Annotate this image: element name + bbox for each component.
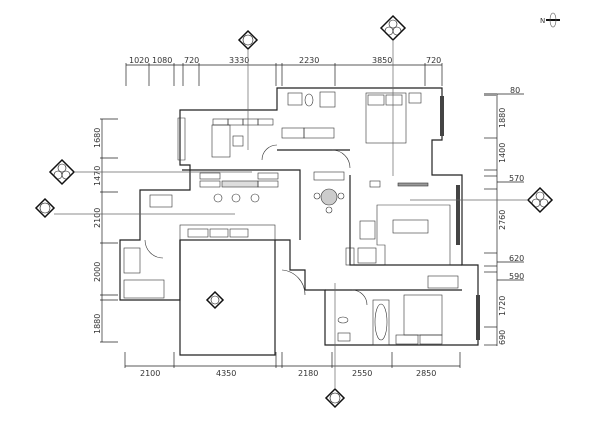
dim-right-3: 1400 xyxy=(498,143,507,163)
top-dimension-line: 1020 1080 720 3330 2230 3850 720 xyxy=(125,56,443,86)
dim-left-2: 1470 xyxy=(93,166,102,186)
dim-bottom-5: 2850 xyxy=(416,369,436,378)
section-marker-icon xyxy=(237,29,259,150)
dim-left-4: 2000 xyxy=(93,262,102,282)
dim-right-1: 80 xyxy=(510,86,520,95)
dim-bottom-3: 2180 xyxy=(298,369,318,378)
dining-table xyxy=(313,171,345,214)
dim-bottom-2: 4350 xyxy=(216,369,236,378)
dim-top-1: 1020 xyxy=(129,56,149,65)
north-arrow-icon: N xyxy=(540,12,560,28)
door-swings xyxy=(144,144,368,306)
dim-right-8: 1720 xyxy=(498,296,507,316)
left-dimension-line: 1680 1470 2100 2000 1880 xyxy=(93,118,118,343)
dim-bottom-4: 2550 xyxy=(352,369,372,378)
dim-top-4: 3330 xyxy=(229,56,249,65)
right-dimension-line: 80 1880 1400 570 2760 620 590 1720 690 xyxy=(484,86,524,346)
furniture xyxy=(123,91,459,346)
dim-right-5: 2760 xyxy=(498,210,507,230)
section-marker-icon xyxy=(48,158,252,186)
dim-right-2: 1880 xyxy=(498,108,507,128)
dim-right-6: 620 xyxy=(509,254,524,263)
dim-left-1: 1680 xyxy=(93,128,102,148)
dim-top-3: 720 xyxy=(184,56,199,65)
dim-bottom-1: 2100 xyxy=(140,369,160,378)
section-marker-icon xyxy=(410,186,554,214)
dim-right-7: 590 xyxy=(509,272,524,281)
section-markers xyxy=(34,14,554,409)
master-suite xyxy=(281,91,422,144)
lower-rooms-furniture xyxy=(337,275,459,346)
dim-right-4: 570 xyxy=(509,174,524,183)
section-marker-icon xyxy=(34,197,235,219)
cabinet-row xyxy=(123,118,279,299)
dim-left-5: 1880 xyxy=(93,314,102,334)
dim-right-9: 690 xyxy=(498,330,507,345)
living-room-furniture xyxy=(345,180,451,266)
section-marker-icon xyxy=(379,14,407,176)
dim-left-3: 2100 xyxy=(93,208,102,228)
section-marker-icon xyxy=(205,290,225,310)
dim-top-2: 1080 xyxy=(152,56,172,65)
north-label: N xyxy=(540,17,545,25)
dim-top-6: 3850 xyxy=(372,56,392,65)
bottom-dimension-line: 2100 4350 2180 2550 2850 xyxy=(124,352,461,378)
section-marker-icon xyxy=(324,283,346,409)
dim-top-5: 2230 xyxy=(299,56,319,65)
dim-top-7: 720 xyxy=(426,56,441,65)
